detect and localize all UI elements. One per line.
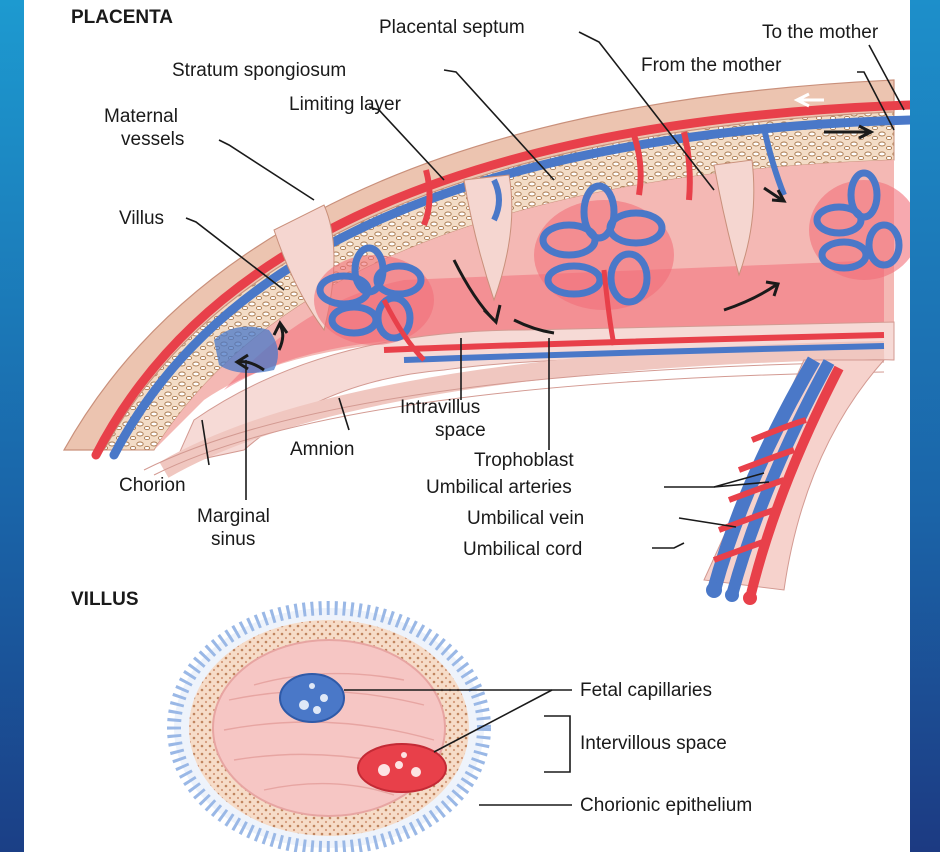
label-umbilical-arteries: Umbilical arteries [426, 477, 572, 498]
figure-panel: PLACENTA Placental septum To the mother … [24, 0, 910, 852]
placenta-diagram: PLACENTA Placental septum To the mother … [24, 0, 910, 852]
fetal-capillary-blue [280, 674, 344, 722]
villus-cross-section [174, 608, 484, 848]
label-from-the-mother: From the mother [641, 55, 782, 76]
label-chorionic-epithelium: Chorionic epithelium [580, 795, 752, 816]
label-amnion: Amnion [290, 439, 354, 460]
slide-background-right [910, 0, 940, 852]
label-fetal-capillaries: Fetal capillaries [580, 680, 712, 701]
label-trophoblast: Trophoblast [474, 450, 574, 471]
villus-title: VILLUS [71, 589, 139, 610]
label-to-the-mother: To the mother [762, 22, 879, 43]
slide-background-left [0, 0, 24, 852]
label-maternal-vessels-1: Maternal [104, 106, 178, 127]
label-umbilical-vein: Umbilical vein [467, 508, 584, 529]
label-limiting-layer: Limiting layer [289, 94, 402, 115]
label-marginal-sinus-2: sinus [211, 529, 255, 550]
fetal-capillary-red [358, 744, 446, 792]
label-villus: Villus [119, 208, 164, 229]
label-maternal-vessels-2: vessels [121, 129, 184, 150]
label-marginal-sinus-1: Marginal [197, 506, 270, 527]
placenta-title: PLACENTA [71, 7, 173, 28]
label-stratum-spongiosum: Stratum spongiosum [172, 60, 346, 81]
label-placental-septum: Placental septum [379, 17, 525, 38]
label-intravillus-space-2: space [435, 420, 486, 441]
label-intervillous-space: Intervillous space [580, 733, 727, 754]
label-intravillus-space-1: Intravillus [400, 397, 480, 418]
label-chorion: Chorion [119, 475, 186, 496]
label-umbilical-cord: Umbilical cord [463, 539, 582, 560]
